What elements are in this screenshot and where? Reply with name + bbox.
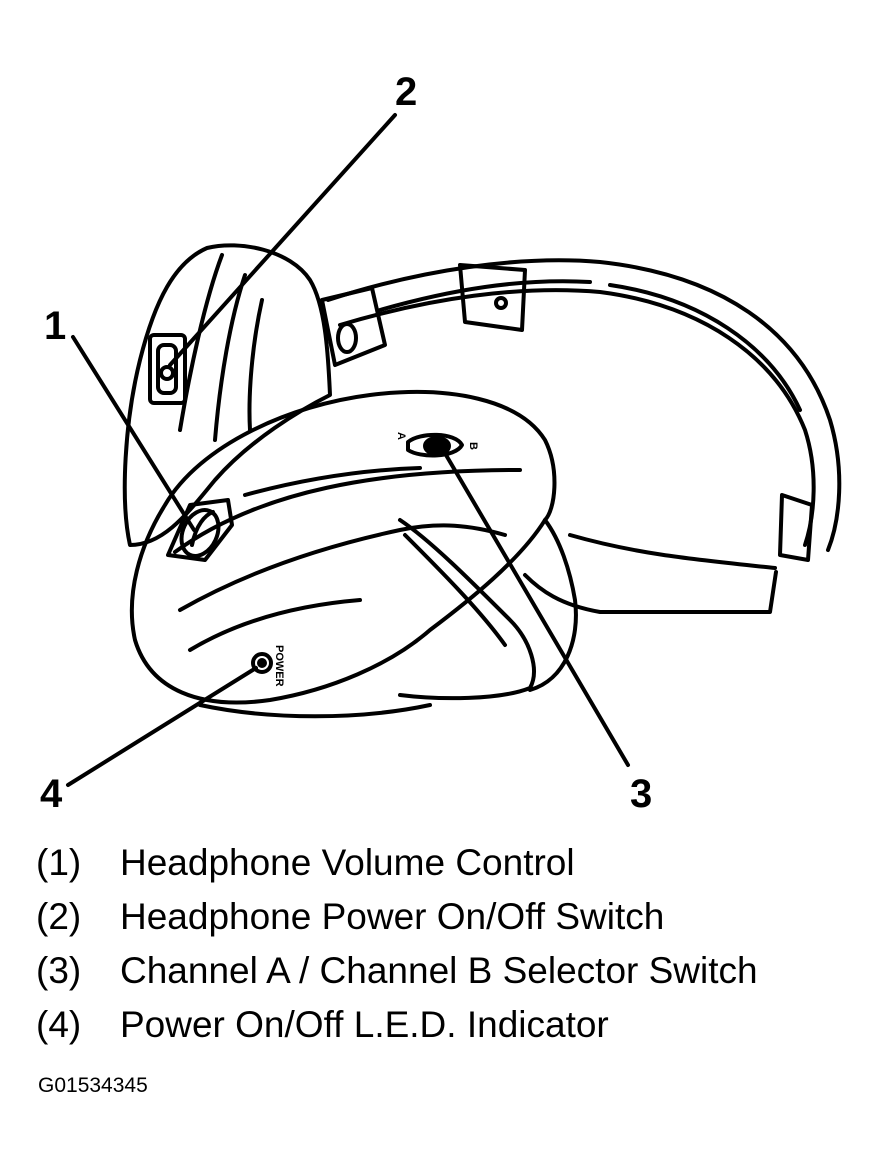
left-slider — [320, 286, 387, 367]
legend-item: (2) Headphone Power On/Off Switch — [36, 896, 876, 950]
legend-text: Headphone Volume Control — [120, 842, 575, 883]
channel-b-marking: B — [467, 442, 479, 450]
legend-item: (4) Power On/Off L.E.D. Indicator — [36, 1004, 876, 1058]
legend-number: (2) — [36, 896, 82, 937]
channel-a-marking: A — [395, 432, 407, 440]
legend-number: (4) — [36, 1004, 82, 1045]
leader-3 — [444, 453, 630, 767]
legend-text: Channel A / Channel B Selector Switch — [120, 950, 758, 991]
channel-selector — [406, 432, 464, 458]
callout-4: 4 — [40, 772, 63, 816]
leader-4 — [66, 666, 258, 787]
callout-2: 2 — [395, 70, 418, 114]
legend-item: (1) Headphone Volume Control — [36, 842, 876, 896]
power-switch — [148, 333, 187, 405]
headband-inner — [338, 288, 816, 547]
legend-number: (3) — [36, 950, 82, 991]
ear-cushion — [398, 518, 536, 701]
rear-earcup — [122, 243, 332, 547]
headband-outer — [326, 258, 842, 552]
callout-3: 3 — [630, 772, 653, 816]
power-marking: POWER — [273, 645, 285, 687]
legend-number: (1) — [36, 842, 82, 883]
volume-control — [166, 498, 234, 562]
front-earcup — [129, 390, 557, 705]
figure-id: G01534345 — [38, 1074, 148, 1097]
legend: (1) Headphone Volume Control (2) Headpho… — [36, 842, 876, 1058]
leader-2 — [168, 113, 397, 367]
callout-1: 1 — [44, 304, 67, 348]
leader-1 — [71, 335, 196, 532]
legend-text: Power On/Off L.E.D. Indicator — [120, 1004, 609, 1045]
legend-item: (3) Channel A / Channel B Selector Switc… — [36, 950, 876, 1004]
legend-text: Headphone Power On/Off Switch — [120, 896, 665, 937]
right-slider — [458, 263, 527, 332]
led-indicator — [251, 652, 273, 674]
